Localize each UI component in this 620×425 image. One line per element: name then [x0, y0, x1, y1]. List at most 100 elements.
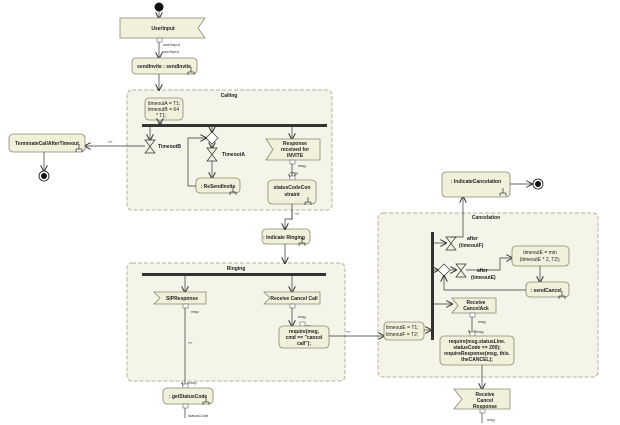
- timeout-a-label: TimeoutA: [222, 152, 245, 158]
- calling-init-action[interactable]: timeoutA = T1; timeoutB = 64 * T1;: [144, 97, 184, 121]
- user-input-label: UserInput: [151, 26, 175, 32]
- receive-cancel-call-event[interactable]: Receive Cancel Call: [263, 291, 321, 305]
- ringing-title: Ringing: [227, 266, 246, 272]
- get-status-resp-pin: [182, 383, 189, 389]
- require-cancel-line-2: cmd == "cancel: [286, 335, 323, 341]
- status-code-constraint-action[interactable]: statusCodeCon straint: [267, 179, 317, 206]
- calling-init-line-1: timeoutA = T1;: [148, 101, 180, 107]
- response-msg-label-2: msg: [290, 170, 298, 175]
- constraint-line-2: straint: [284, 192, 300, 198]
- resend-invite-action[interactable]: : ReSendInvite: [195, 177, 241, 196]
- receive-cancel-ack-event[interactable]: Receive CancelAck: [451, 297, 497, 314]
- get-status-code-action[interactable]: : getStatusCode: [162, 387, 214, 406]
- ringing-region: [126, 262, 346, 382]
- calling-fork-bar: [142, 124, 327, 127]
- require-cancel-line-1: require(msg,: [289, 329, 320, 335]
- user-input-pin: [156, 37, 163, 43]
- timeout-calc-line-1: timeoutE = min: [523, 250, 557, 256]
- after-timeout-e-hourglass-icon: [455, 263, 467, 278]
- timeout-b-label: TimeoutB: [158, 144, 181, 150]
- ringing-exit-guard: «»: [188, 340, 193, 345]
- send-invite-label: sendInvite : sendInvite: [137, 64, 191, 70]
- receive-cancel-response-event[interactable]: Receive Cancel Response: [453, 388, 511, 410]
- cancel-response-line-2: Cancel: [477, 398, 494, 404]
- require-msg-in-label: msg: [303, 323, 311, 328]
- user-input-pin-label-1: userInput: [163, 42, 181, 47]
- timeout-init-action[interactable]: timeoutE = T1; timeoutF = T2;: [383, 321, 425, 341]
- send-cancel-label: : sendCancel: [530, 288, 562, 294]
- constraint-msg-pin: [289, 175, 296, 181]
- receive-ack-line-2: CancelAck: [463, 306, 489, 312]
- get-status-resp-label: resp: [189, 380, 198, 385]
- response-line-3: INVITE: [287, 153, 304, 159]
- timeout-calc-action[interactable]: timeoutE = min (timeoutE * 2, T2);: [511, 245, 570, 267]
- sip-response-label: SIPResponse: [166, 296, 198, 302]
- require-status-line-1: require(msg.statusLine.: [449, 339, 506, 345]
- calling-init-line-2: timeoutB = 64: [148, 107, 179, 113]
- require-ack-msg-pin: [469, 331, 476, 337]
- sip-response-resp-pin: [182, 303, 189, 309]
- response-msg-label-1: msg: [298, 163, 306, 168]
- cancelation-fork-bar: [431, 232, 434, 340]
- receive-cancel-call-label: Receive Cancel Call: [270, 296, 318, 302]
- require-status-action[interactable]: require(msg.statusLine. statusCode == 20…: [439, 335, 515, 366]
- terminate-action[interactable]: TerminateCallAfterTimeout: [8, 133, 86, 153]
- indicate-ringing-label: : Indicate Ringing: [263, 235, 305, 241]
- cancel-response-line-1: Receive: [476, 392, 495, 398]
- terminate-guard: «»: [108, 139, 113, 144]
- receive-ack-line-1: Receive: [467, 300, 486, 306]
- calling-title: Calling: [221, 93, 238, 99]
- receive-ack-msg-label-2: msg: [476, 329, 484, 334]
- cancelation-final-node: [532, 178, 544, 190]
- calling-init-line-3: * T1;: [156, 113, 166, 119]
- require-status-line-2: statusCode == 200);: [453, 345, 501, 351]
- constraint-line-1: statusCodeCon: [274, 185, 311, 191]
- response-received-event[interactable]: Response received for INVITE: [265, 138, 321, 161]
- timeout-b-hourglass-icon: [144, 139, 156, 154]
- timeout-calc-line-2: (timeoutE * 2, T2);: [520, 257, 560, 263]
- receive-cancel-msg-pin: [289, 303, 296, 309]
- terminate-final-node: [38, 170, 50, 182]
- calling-exit-guard: «»: [295, 211, 300, 216]
- after-timeout-e-line-2: (timeoutE): [471, 275, 496, 281]
- after-timeout-e-line-1: after: [477, 268, 488, 274]
- response-msg-pin: [289, 159, 296, 165]
- after-timeout-f-line-1: after: [467, 236, 478, 242]
- ringing-fork-bar: [142, 273, 326, 276]
- send-invite-action[interactable]: sendInvite : sendInvite: [131, 57, 198, 76]
- to-cancel-guard: «»: [346, 329, 351, 334]
- send-cancel-action[interactable]: : sendCancel: [525, 281, 570, 300]
- status-code-pin-label: statusCode: [188, 413, 209, 418]
- sip-response-resp-label: resp: [191, 309, 200, 314]
- initial-node: [154, 2, 164, 12]
- timeout-init-line-2: timeoutF = T2;: [386, 332, 418, 338]
- receive-ack-msg-label-1: msg: [478, 319, 486, 324]
- receive-cancel-msg-label: msg: [298, 314, 306, 319]
- require-msg-pin: [299, 321, 306, 327]
- cancel-response-msg-pin: [479, 408, 486, 414]
- indicate-cancelation-action[interactable]: : IndicateCancelation: [441, 171, 511, 198]
- get-status-code-label: : getStatusCode: [169, 394, 208, 400]
- status-code-pin: [182, 403, 189, 409]
- cancel-response-msg-label: msg: [487, 417, 495, 422]
- receive-ack-msg-pin: [469, 312, 476, 318]
- cancelation-title: Cancelation: [472, 215, 500, 221]
- user-input-pin-label-2: userInput: [162, 49, 180, 54]
- require-status-line-4: theCANCEL);: [461, 357, 493, 363]
- terminate-label: TerminateCallAfterTimeout: [15, 141, 79, 147]
- resend-invite-label: : ReSendInvite: [201, 184, 236, 190]
- after-timeout-f-line-2: (timeoutF): [459, 243, 484, 249]
- require-status-line-3: requireResponse(msg, this.: [444, 351, 510, 357]
- timeout-a-hourglass-icon: [206, 147, 218, 162]
- indicate-ringing-action[interactable]: : Indicate Ringing: [261, 228, 311, 247]
- require-cancel-action[interactable]: require(msg, cmd == "cancel call");: [278, 325, 330, 349]
- indicate-cancelation-label: : IndicateCancelation: [451, 179, 501, 185]
- cancel-response-line-3: Response: [473, 404, 497, 410]
- sip-response-event[interactable]: SIPResponse: [153, 291, 207, 305]
- require-cancel-line-3: call");: [297, 341, 311, 347]
- response-line-1: Response: [283, 141, 307, 147]
- user-input-event[interactable]: UserInput: [119, 17, 206, 39]
- timeout-init-line-1: timeoutE = T1;: [386, 325, 419, 331]
- response-line-2: received for: [281, 147, 309, 153]
